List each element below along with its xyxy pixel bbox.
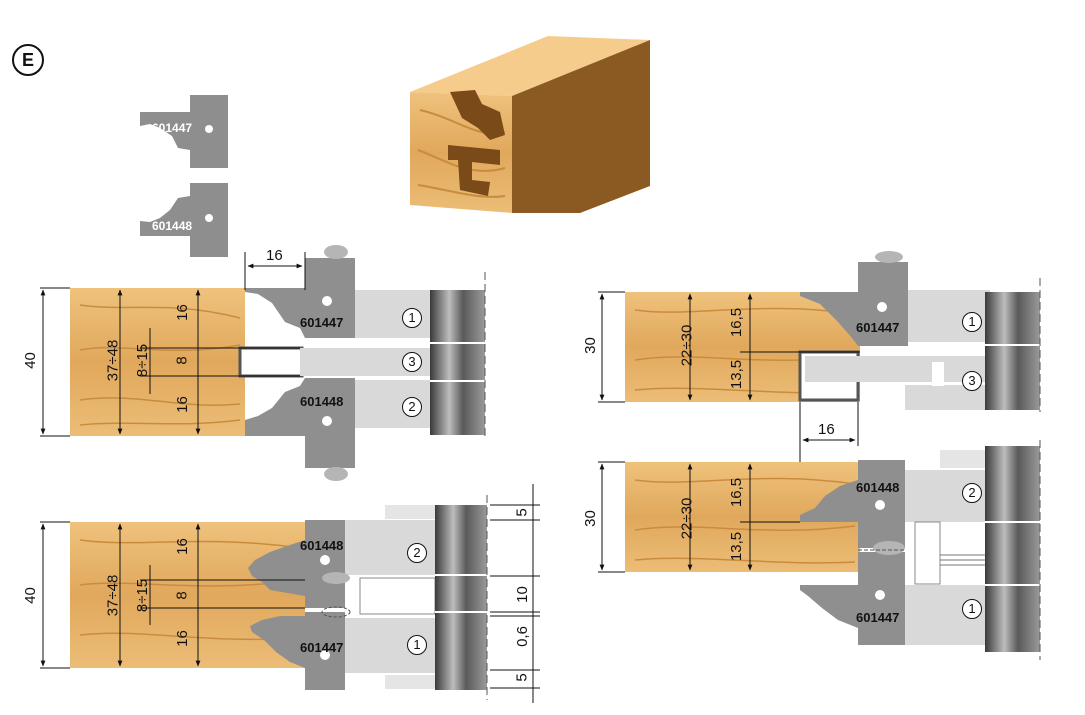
cutter-label: 601447 — [856, 320, 900, 335]
cutter-label-upper: 601448 — [300, 538, 344, 553]
dim-overall: 40 — [21, 352, 39, 369]
dim-range: 37÷48 — [104, 574, 122, 617]
cutter-label-lower: 601447 — [300, 640, 344, 655]
dim-top: 16 — [173, 304, 191, 321]
position-marker-1: 1 — [962, 599, 982, 619]
position-marker-3: 3 — [962, 371, 982, 391]
dim-overall: 40 — [21, 587, 39, 604]
dim-spacer-mid: 10 — [513, 586, 531, 603]
knife-601448-icon — [140, 183, 228, 257]
dim-setting: 16 — [266, 247, 283, 264]
dim-groove: 8 — [173, 356, 191, 365]
position-marker-2: 2 — [402, 397, 422, 417]
section-badge: E — [12, 44, 44, 76]
dim-range: 22÷30 — [678, 497, 696, 540]
dim-spacer-top: 5 — [513, 508, 531, 517]
dim-top: 16,5 — [728, 307, 746, 338]
position-marker-1: 1 — [407, 635, 427, 655]
position-marker-1: 1 — [962, 312, 982, 332]
dim-top: 16,5 — [728, 477, 746, 508]
dim-spacer-bottom: 5 — [513, 673, 531, 682]
dim-bottom: 16 — [173, 396, 191, 413]
position-marker-2: 2 — [962, 483, 982, 503]
dim-range: 37÷48 — [104, 339, 122, 382]
dim-spacer-shim: 0,6 — [513, 626, 531, 647]
wood-block-3d — [410, 36, 650, 213]
dim-bottom: 13,5 — [728, 531, 746, 562]
dim-overall: 30 — [581, 510, 599, 527]
knife-601447-icon — [140, 95, 228, 168]
dim-overall: 30 — [581, 337, 599, 354]
knife-label-upper: 601447 — [152, 121, 193, 135]
diagram-top-left — [40, 245, 486, 481]
dim-top: 16 — [173, 538, 191, 555]
dim-bottom: 13,5 — [728, 359, 746, 390]
diagram-bottom-left — [40, 484, 540, 703]
dim-bottom: 16 — [173, 630, 191, 647]
dim-setting: 16 — [818, 421, 835, 438]
cutter-label-upper: 601447 — [300, 315, 344, 330]
position-marker-1: 1 — [402, 308, 422, 328]
dim-groove-range: 8÷15 — [134, 578, 152, 613]
dim-range: 22÷30 — [678, 324, 696, 367]
dim-groove: 8 — [173, 591, 191, 600]
cutter-label-upper: 601448 — [856, 480, 900, 495]
knife-label-lower: 601448 — [152, 219, 193, 233]
cutter-label-lower: 601447 — [856, 610, 900, 625]
cutter-label-lower: 601448 — [300, 394, 344, 409]
position-marker-2: 2 — [407, 543, 427, 563]
dim-groove-range: 8÷15 — [134, 343, 152, 378]
diagram-bottom-right — [598, 440, 1041, 660]
position-marker-3: 3 — [402, 352, 422, 372]
